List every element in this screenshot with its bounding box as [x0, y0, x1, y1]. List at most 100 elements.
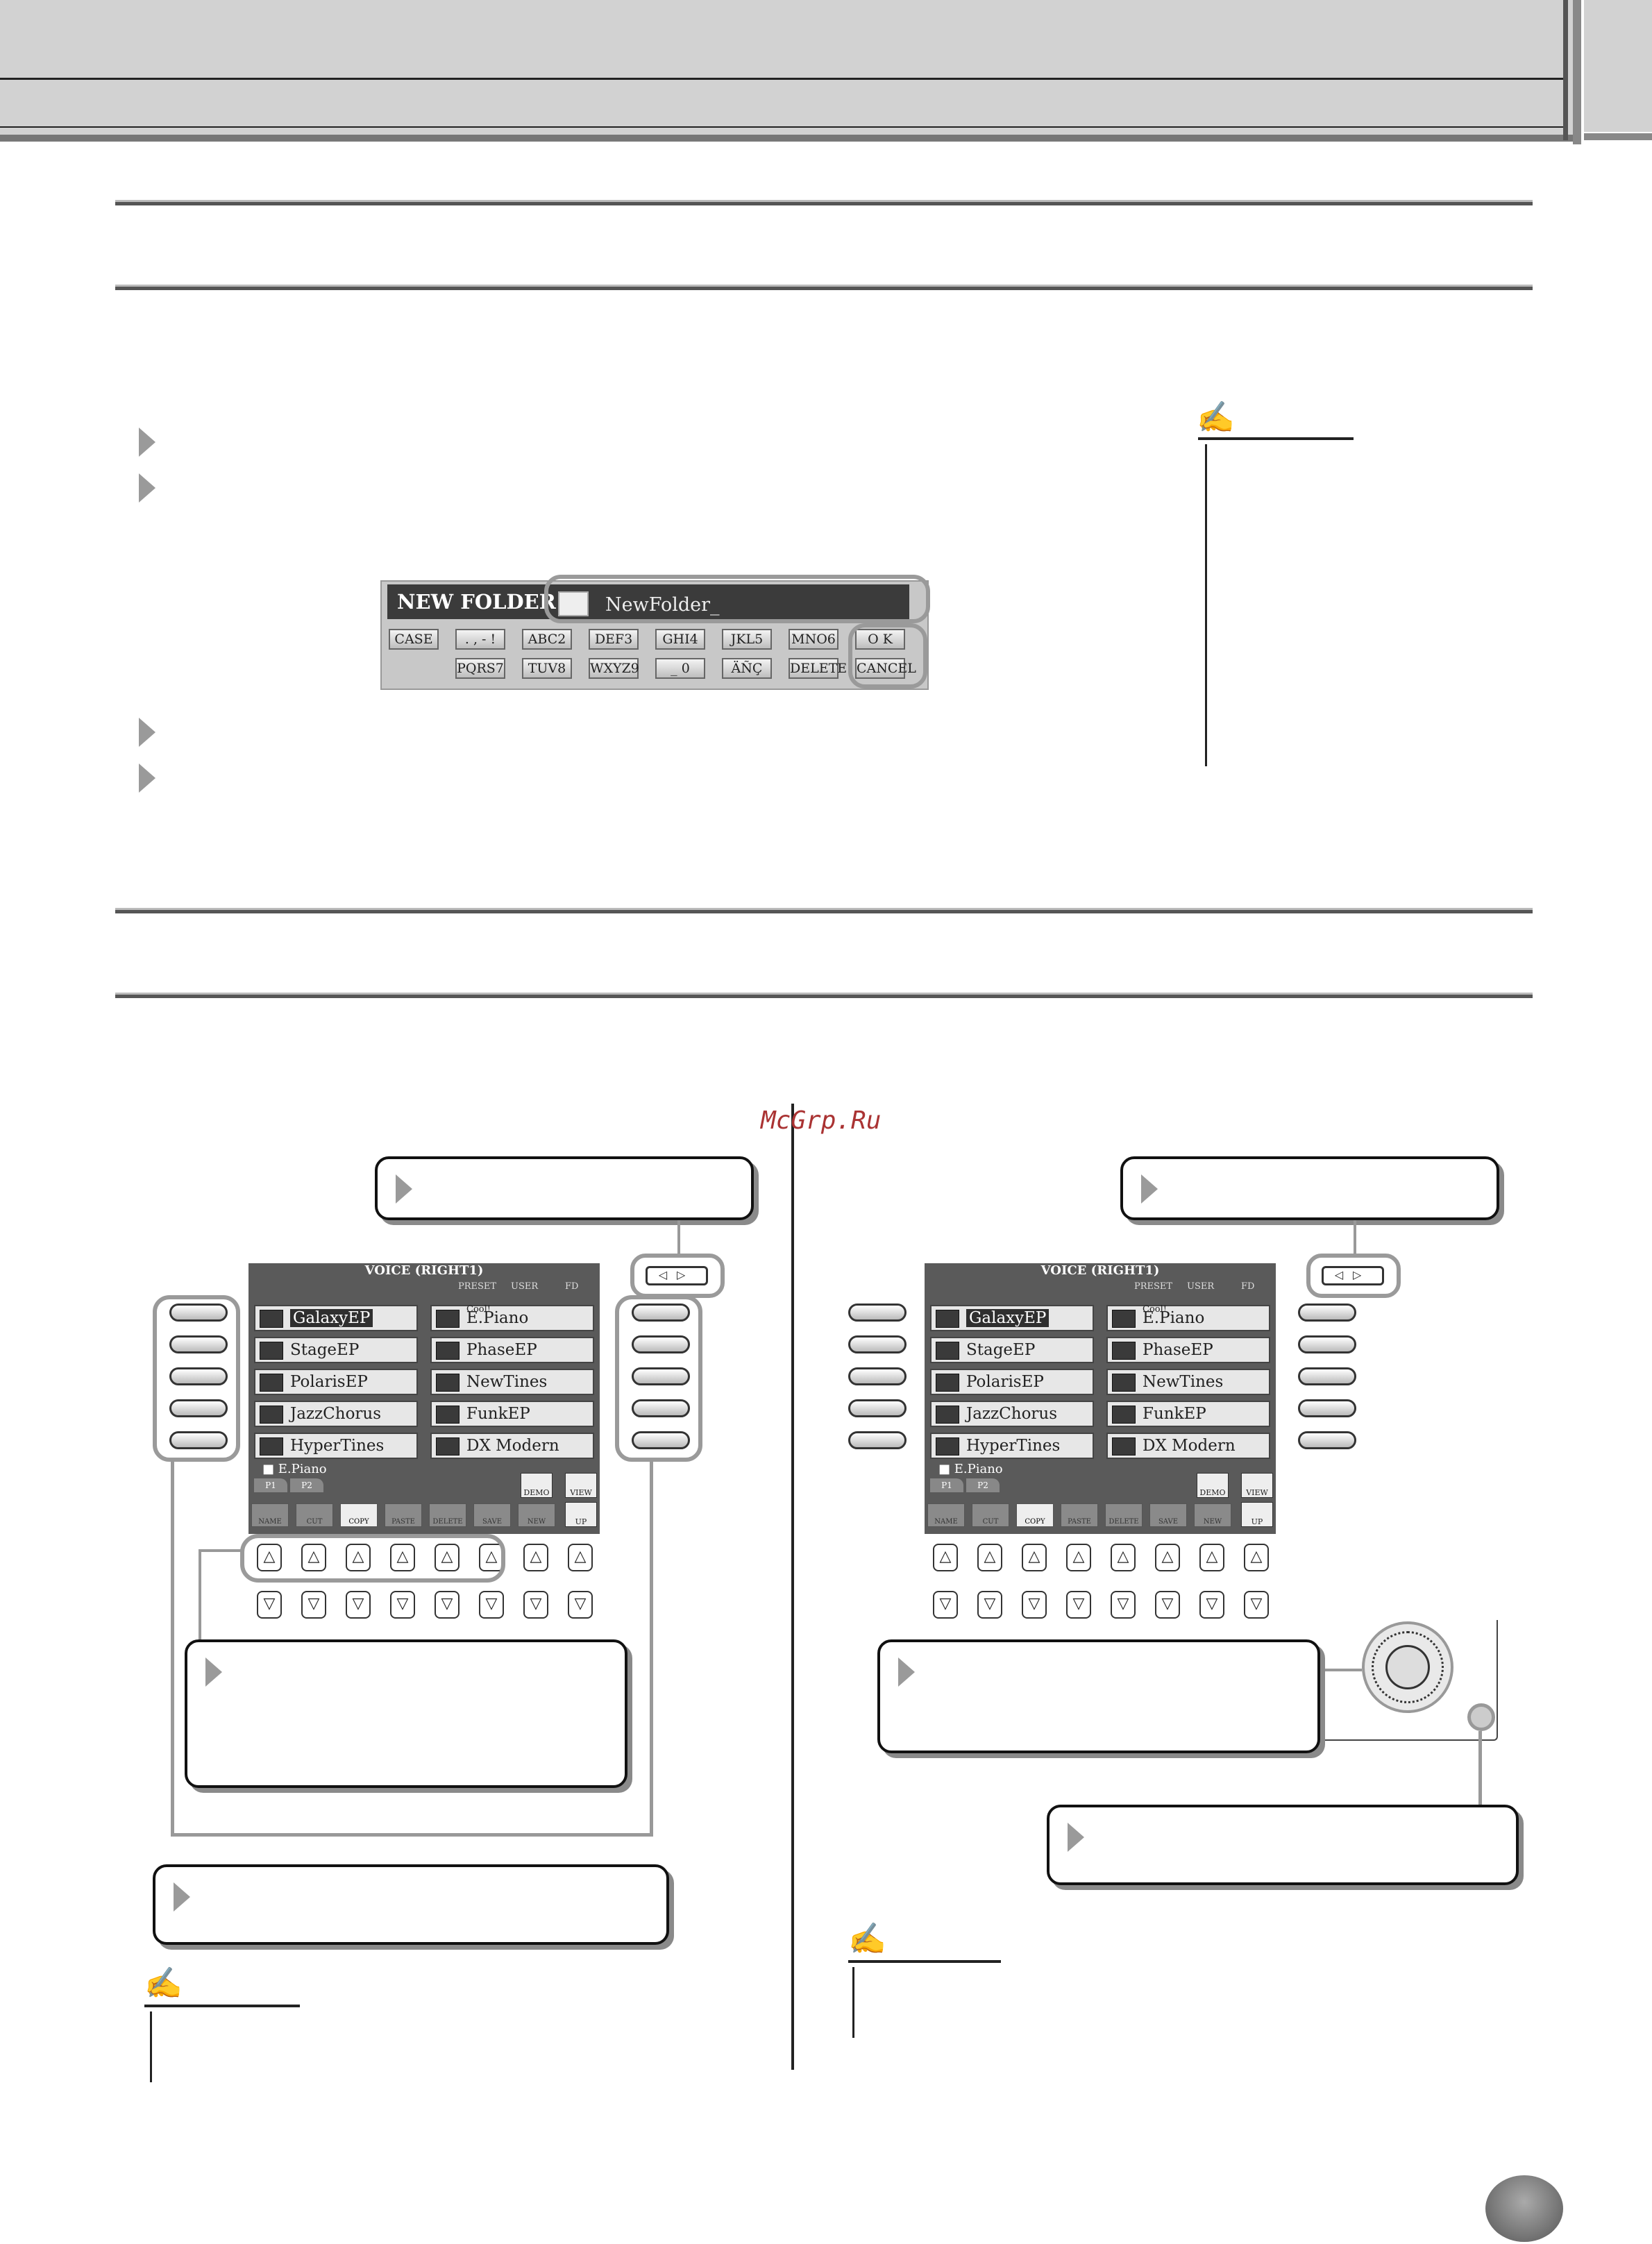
- voice-item[interactable]: FunkEP: [1106, 1401, 1270, 1427]
- up-button-3[interactable]: △: [346, 1544, 371, 1571]
- fn-cut[interactable]: CUT: [972, 1503, 1009, 1527]
- key-abc2[interactable]: ABC2: [522, 629, 572, 650]
- down-button-4[interactable]: ▽: [390, 1591, 415, 1619]
- key-tuv8[interactable]: TUV8: [522, 658, 572, 679]
- screen-button-j[interactable]: [632, 1431, 690, 1449]
- fn-delete[interactable]: DELETE: [1105, 1503, 1143, 1527]
- key-underscore-0[interactable]: _ 0: [655, 658, 705, 679]
- down-button-7[interactable]: ▽: [523, 1591, 548, 1619]
- voice-item[interactable]: HyperTines: [254, 1433, 418, 1459]
- screen-button-e[interactable]: [169, 1431, 228, 1449]
- key-ghi4[interactable]: GHI4: [655, 629, 705, 650]
- up-button-4[interactable]: △: [1066, 1544, 1091, 1571]
- tab-preset[interactable]: PRESET: [1134, 1281, 1173, 1292]
- up-button-6[interactable]: △: [1155, 1544, 1180, 1571]
- key-wxyz9[interactable]: WXYZ9: [589, 658, 639, 679]
- down-button-5[interactable]: ▽: [435, 1591, 460, 1619]
- screen-button-h[interactable]: [1298, 1367, 1356, 1385]
- voice-item[interactable]: NewTines: [430, 1369, 594, 1395]
- key-case[interactable]: CASE: [389, 629, 439, 650]
- tab-arrow-buttons[interactable]: ◁▷: [646, 1266, 708, 1285]
- enter-button[interactable]: [1467, 1703, 1495, 1731]
- screen-button-c[interactable]: [169, 1367, 228, 1385]
- voice-item[interactable]: StageEP: [930, 1337, 1094, 1363]
- up-button-2[interactable]: △: [301, 1544, 326, 1571]
- fn-paste[interactable]: PASTE: [385, 1503, 422, 1527]
- up-button-3[interactable]: △: [1022, 1544, 1047, 1571]
- down-button-2[interactable]: ▽: [977, 1591, 1002, 1619]
- screen-button-d[interactable]: [169, 1399, 228, 1417]
- fn-name[interactable]: NAME: [927, 1503, 965, 1527]
- up-button-2[interactable]: △: [977, 1544, 1002, 1571]
- fn-new[interactable]: NEW: [518, 1503, 555, 1527]
- up-button-1[interactable]: △: [933, 1544, 958, 1571]
- screen-button-i[interactable]: [1298, 1399, 1356, 1417]
- screen-button-i[interactable]: [632, 1399, 690, 1417]
- screen-button-g[interactable]: [632, 1335, 690, 1353]
- down-button-4[interactable]: ▽: [1066, 1591, 1091, 1619]
- page-tab-p2[interactable]: P2: [966, 1478, 1000, 1492]
- voice-item[interactable]: DX Modern: [1106, 1433, 1270, 1459]
- key-pqrs7[interactable]: PQRS7: [455, 658, 505, 679]
- up-button-1[interactable]: △: [257, 1544, 282, 1571]
- screen-button-c[interactable]: [848, 1367, 907, 1385]
- voice-item[interactable]: JazzChorus: [254, 1401, 418, 1427]
- key-def3[interactable]: DEF3: [589, 629, 639, 650]
- voice-item[interactable]: DX Modern: [430, 1433, 594, 1459]
- key-punct[interactable]: . , - !: [455, 629, 505, 650]
- fn-new[interactable]: NEW: [1194, 1503, 1231, 1527]
- fn-paste[interactable]: PASTE: [1061, 1503, 1098, 1527]
- demo-button[interactable]: DEMO: [1197, 1473, 1229, 1498]
- down-button-5[interactable]: ▽: [1111, 1591, 1136, 1619]
- screen-button-e[interactable]: [848, 1431, 907, 1449]
- fn-name[interactable]: NAME: [251, 1503, 289, 1527]
- key-mno6[interactable]: MNO6: [789, 629, 838, 650]
- down-button-8[interactable]: ▽: [1244, 1591, 1269, 1619]
- voice-item[interactable]: GalaxyEP: [930, 1305, 1094, 1331]
- voice-item[interactable]: GalaxyEP: [254, 1305, 418, 1331]
- tab-arrow-buttons[interactable]: ◁▷: [1322, 1266, 1384, 1285]
- up-button-8[interactable]: △: [568, 1544, 593, 1571]
- tab-fd[interactable]: FD: [1241, 1281, 1255, 1292]
- key-jkl5[interactable]: JKL5: [722, 629, 772, 650]
- down-button-3[interactable]: ▽: [346, 1591, 371, 1619]
- voice-item[interactable]: JazzChorus: [930, 1401, 1094, 1427]
- up-button-5[interactable]: △: [1111, 1544, 1136, 1571]
- screen-button-j[interactable]: [1298, 1431, 1356, 1449]
- screen-button-f[interactable]: [632, 1304, 690, 1322]
- up-button[interactable]: UP: [1241, 1502, 1273, 1527]
- fn-delete[interactable]: DELETE: [429, 1503, 466, 1527]
- voice-item[interactable]: HyperTines: [930, 1433, 1094, 1459]
- fn-copy[interactable]: COPY: [1016, 1503, 1054, 1527]
- screen-button-d[interactable]: [848, 1399, 907, 1417]
- screen-button-f[interactable]: [1298, 1304, 1356, 1322]
- key-accents[interactable]: ÄÑÇ: [722, 658, 772, 679]
- screen-button-g[interactable]: [1298, 1335, 1356, 1353]
- down-button-2[interactable]: ▽: [301, 1591, 326, 1619]
- folder-name-input[interactable]: NewFolder_: [605, 594, 720, 616]
- delete-key[interactable]: DELETE: [789, 658, 847, 679]
- fn-save[interactable]: SAVE: [473, 1503, 511, 1527]
- up-button-5[interactable]: △: [435, 1544, 460, 1571]
- screen-button-a[interactable]: [169, 1304, 228, 1322]
- view-button[interactable]: VIEW: [1241, 1473, 1273, 1498]
- down-button-7[interactable]: ▽: [1199, 1591, 1224, 1619]
- down-button-8[interactable]: ▽: [568, 1591, 593, 1619]
- down-button-1[interactable]: ▽: [257, 1591, 282, 1619]
- up-button-8[interactable]: △: [1244, 1544, 1269, 1571]
- page-tab-p2[interactable]: P2: [290, 1478, 323, 1492]
- fn-cut[interactable]: CUT: [296, 1503, 333, 1527]
- tab-user[interactable]: USER: [1187, 1281, 1215, 1292]
- fn-save[interactable]: SAVE: [1149, 1503, 1187, 1527]
- view-button[interactable]: VIEW: [565, 1473, 597, 1498]
- voice-item[interactable]: StageEP: [254, 1337, 418, 1363]
- down-button-3[interactable]: ▽: [1022, 1591, 1047, 1619]
- page-tab-p1[interactable]: P1: [254, 1478, 287, 1492]
- screen-button-b[interactable]: [169, 1335, 228, 1353]
- screen-button-b[interactable]: [848, 1335, 907, 1353]
- voice-item[interactable]: Cool!E.Piano: [1106, 1305, 1270, 1331]
- up-button[interactable]: UP: [565, 1502, 597, 1527]
- fn-copy[interactable]: COPY: [340, 1503, 378, 1527]
- screen-button-a[interactable]: [848, 1304, 907, 1322]
- down-button-1[interactable]: ▽: [933, 1591, 958, 1619]
